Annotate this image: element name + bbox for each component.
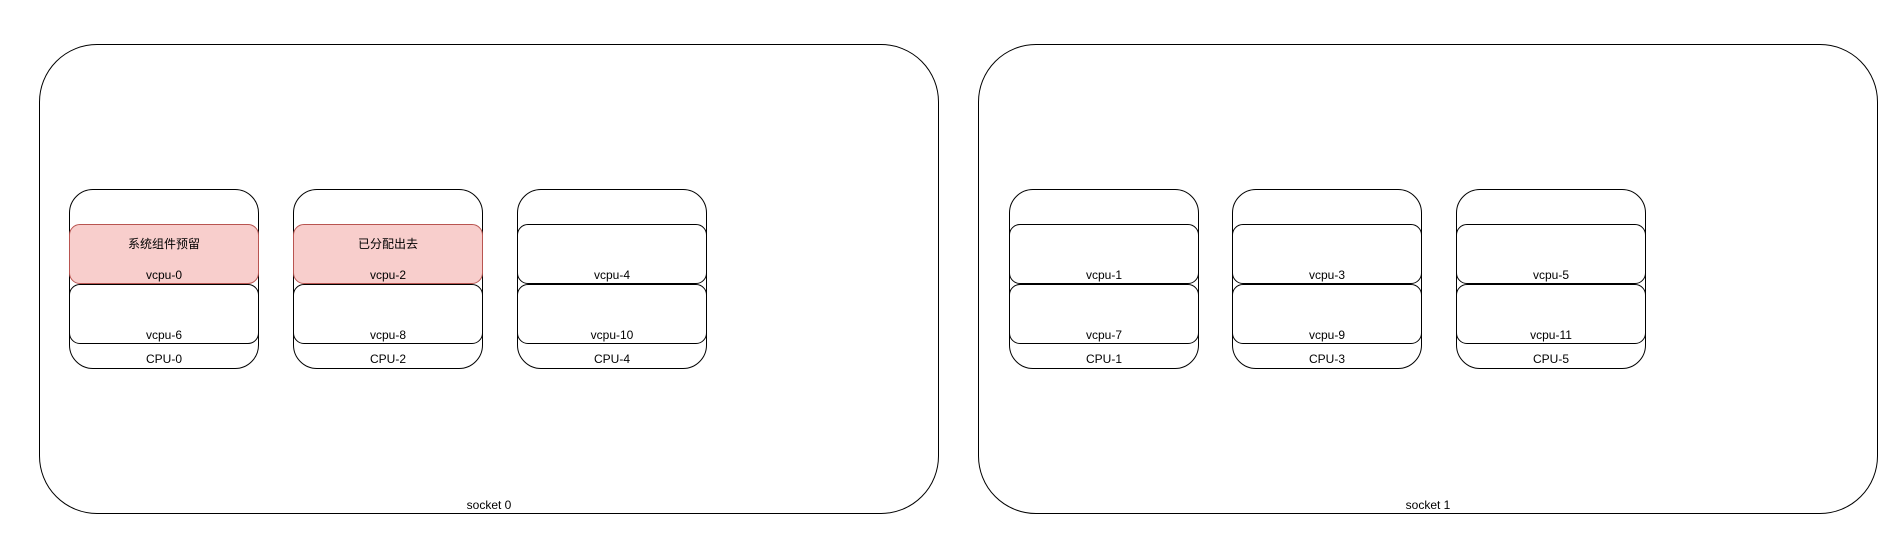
cpu-5: vcpu-5 vcpu-11 CPU-5 [1456,189,1646,369]
vcpu-7-box: vcpu-7 [1009,284,1199,344]
vcpu-5-label: vcpu-5 [1532,268,1570,282]
vcpu-6-label: vcpu-6 [145,328,183,342]
cpu-4-label: CPU-4 [593,352,630,366]
cpu-2: 已分配出去 vcpu-2 vcpu-8 CPU-2 [293,189,483,369]
vcpu-10-box: vcpu-10 [517,284,707,344]
cpu-1: vcpu-1 vcpu-7 CPU-1 [1009,189,1199,369]
vcpu-4-label: vcpu-4 [593,268,631,282]
vcpu-3-label: vcpu-3 [1308,268,1346,282]
vcpu-5-box: vcpu-5 [1456,224,1646,284]
vcpu-9-box: vcpu-9 [1232,284,1422,344]
socket-0-label: socket 0 [466,498,512,512]
vcpu-0-label: vcpu-0 [145,268,183,282]
vcpu-0-box: 系统组件预留 vcpu-0 [69,224,259,284]
vcpu-2-label: vcpu-2 [369,268,407,282]
cpu-4: vcpu-4 vcpu-10 CPU-4 [517,189,707,369]
socket-0: 系统组件预留 vcpu-0 vcpu-6 CPU-0 已分配出去 vcpu-2 … [39,44,939,514]
vcpu-6-box: vcpu-6 [69,284,259,344]
cpu-3-label: CPU-3 [1308,352,1345,366]
cpu-0-label: CPU-0 [145,352,182,366]
vcpu-1-box: vcpu-1 [1009,224,1199,284]
socket-1: vcpu-1 vcpu-7 CPU-1 vcpu-3 vcpu-9 CPU-3 … [978,44,1878,514]
vcpu-11-label: vcpu-11 [1530,328,1572,342]
vcpu-8-box: vcpu-8 [293,284,483,344]
cpu-0: 系统组件预留 vcpu-0 vcpu-6 CPU-0 [69,189,259,369]
cpu-1-label: CPU-1 [1085,352,1122,366]
vcpu-2-note: 已分配出去 [357,237,418,251]
vcpu-7-label: vcpu-7 [1085,328,1123,342]
vcpu-4-box: vcpu-4 [517,224,707,284]
vcpu-3-box: vcpu-3 [1232,224,1422,284]
vcpu-8-label: vcpu-8 [369,328,407,342]
cpu-2-label: CPU-2 [369,352,406,366]
cpu-3: vcpu-3 vcpu-9 CPU-3 [1232,189,1422,369]
cpu-5-label: CPU-5 [1532,352,1569,366]
vcpu-11-box: vcpu-11 [1456,284,1646,344]
vcpu-10-label: vcpu-10 [590,328,634,342]
vcpu-0-note: 系统组件预留 [127,237,200,251]
vcpu-9-label: vcpu-9 [1308,328,1346,342]
vcpu-1-label: vcpu-1 [1085,268,1123,282]
socket-1-label: socket 1 [1405,498,1451,512]
vcpu-2-box: 已分配出去 vcpu-2 [293,224,483,284]
